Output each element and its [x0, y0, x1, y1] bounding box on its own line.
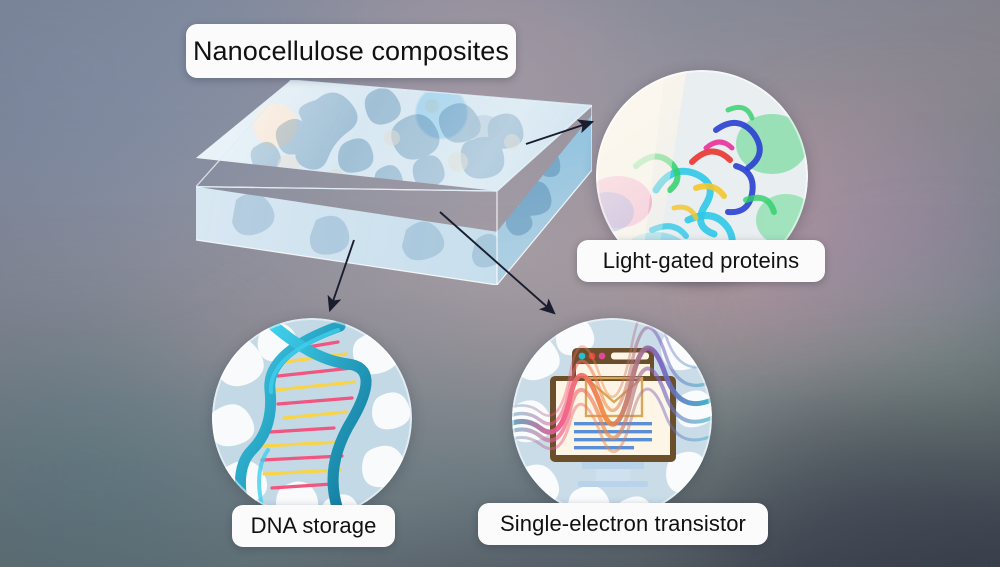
arrow-to-single-electron-transistor: [439, 211, 556, 315]
arrow-to-light-gated-proteins: [525, 119, 595, 145]
label-light-gated-proteins: Light-gated proteins: [577, 240, 825, 282]
label-single-electron-transistor: Single-electron transistor: [478, 503, 768, 545]
label-text: Light-gated proteins: [602, 248, 800, 273]
arrow-to-dna-storage: [327, 239, 355, 313]
label-text: Single-electron transistor: [500, 511, 746, 536]
nanocellulose-composite-slab: [196, 80, 592, 285]
node-single-electron-transistor: [512, 318, 712, 518]
label-nanocellulose-composites: Nanocellulose composites: [186, 24, 516, 78]
node-dna-storage: [212, 318, 412, 518]
label-text: Nanocellulose composites: [192, 35, 510, 66]
transistor-monitor-graphic: [512, 318, 712, 518]
dna-double-helix-graphic: [212, 318, 412, 518]
label-dna-storage: DNA storage: [232, 505, 395, 547]
label-text: DNA storage: [250, 513, 377, 538]
